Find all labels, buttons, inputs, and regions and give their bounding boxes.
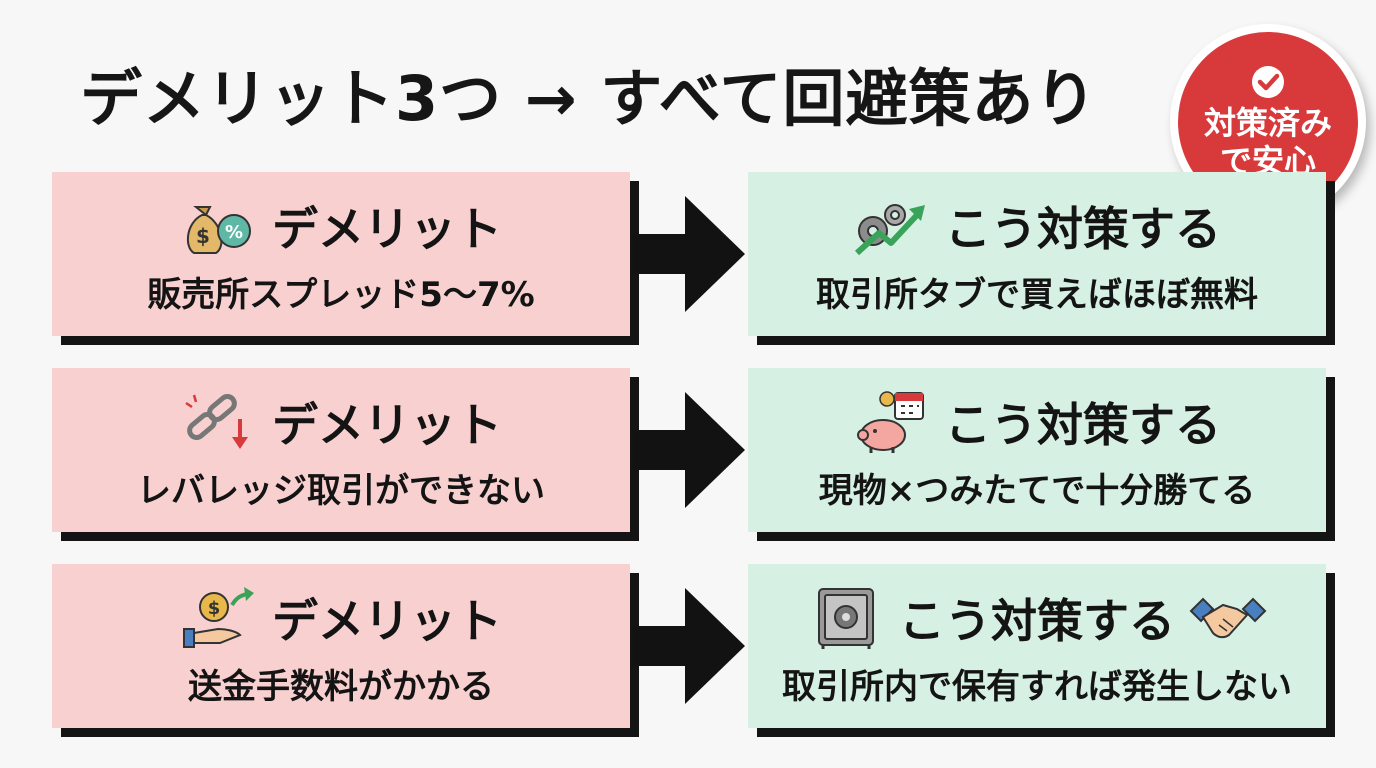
right-arrow-icon [633, 392, 745, 508]
right-arrow-icon [633, 196, 745, 312]
handshake-icon [1189, 597, 1267, 638]
check-circle-icon [1252, 66, 1284, 98]
badge-line-1: 対策済み [1203, 104, 1332, 142]
demerit-box-1: $ % デメリット 販売所スプレッド5〜7% [52, 172, 630, 336]
hand-coin-transfer-icon: $ [183, 586, 254, 648]
money-bag-percent-icon: $ % [186, 205, 251, 254]
svg-text:%: % [225, 222, 243, 243]
gears-growth-arrow-icon [854, 203, 925, 255]
solution-box-2: こう対策する 現物×つみたてで十分勝てる [748, 368, 1326, 532]
demerit-heading: デメリット [272, 397, 502, 452]
solution-text: 現物×つみたてで十分勝てる [818, 470, 1256, 511]
piggy-bank-calendar-icon [857, 390, 924, 453]
svg-text:$: $ [196, 224, 210, 248]
svg-text:$: $ [208, 598, 221, 619]
solution-box-1: こう対策する 取引所タブで買えばほぼ無料 [748, 172, 1326, 336]
safe-icon [818, 587, 874, 649]
demerit-heading: デメリット [272, 593, 502, 648]
solution-heading: こう対策する [899, 593, 1175, 648]
solution-heading: こう対策する [945, 201, 1221, 256]
demerit-text: レバレッジ取引ができない [137, 470, 545, 511]
demerit-heading: デメリット [272, 201, 502, 256]
demerit-box-2: デメリット レバレッジ取引ができない [52, 368, 630, 532]
solution-text: 取引所内で保有すれば発生しない [782, 666, 1292, 707]
right-arrow-icon [633, 588, 745, 704]
page-title: デメリット3つ → すべて回避策あり [80, 62, 1098, 135]
demerit-box-3: $ デメリット 送金手数料がかかる [52, 564, 630, 728]
solution-heading: こう対策する [945, 397, 1221, 452]
solution-box-3: こう対策する 取引所内で保有すれば発生しない [748, 564, 1326, 728]
demerit-text: 販売所スプレッド5〜7% [147, 274, 535, 315]
broken-chain-down-arrow-icon [185, 393, 248, 449]
solution-text: 取引所タブで買えばほぼ無料 [816, 274, 1258, 315]
demerit-text: 送金手数料がかかる [188, 666, 494, 707]
